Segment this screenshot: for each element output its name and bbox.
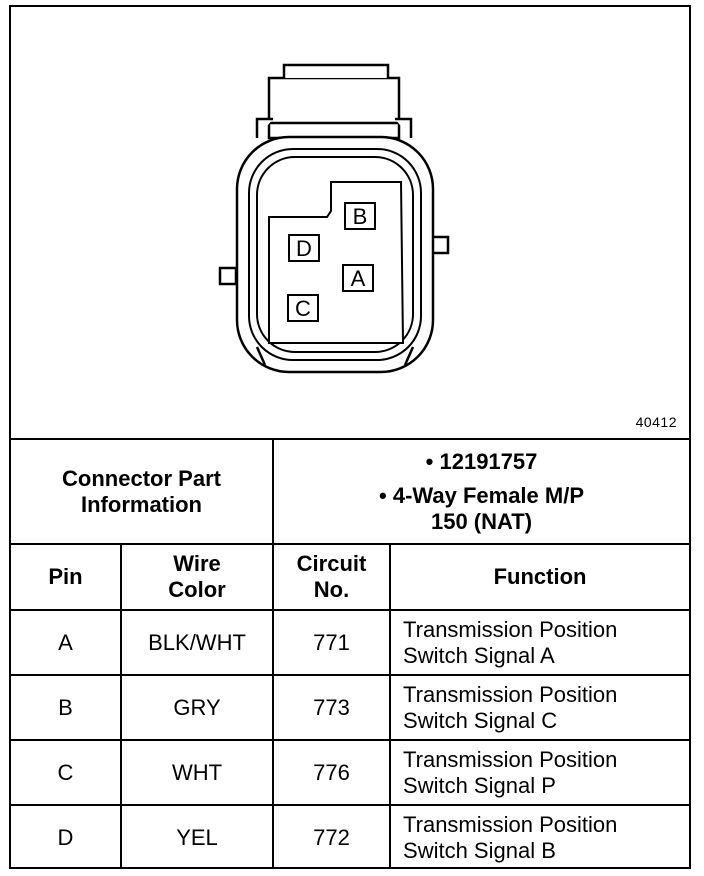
pin-b-box (344, 202, 376, 230)
part-number: • 12191757 (425, 448, 538, 474)
row-color: YEL (119, 804, 275, 869)
row-function: Transmission Position Switch Signal A (389, 609, 690, 676)
row-function-line1: Transmission Position (403, 811, 618, 837)
row-pin: B (11, 674, 122, 741)
row-function-line1: Transmission Position (403, 681, 618, 707)
row-function-line2: Switch Signal A (403, 642, 555, 668)
connector-type: • 4-Way Female M/P (379, 482, 584, 508)
header-wire-color-line2: Color (168, 577, 226, 602)
row-function: Transmission Position Switch Signal C (389, 674, 690, 741)
row-circuit: 772 (272, 804, 392, 869)
header-wire-color-line1: Wire (173, 551, 221, 576)
connector-table: Connector Part Information • 12191757 • … (11, 440, 690, 869)
row-color: BLK/WHT (119, 609, 275, 676)
row-function-line2: Switch Signal P (403, 772, 556, 798)
connector-figure: B D A C 40412 (11, 7, 689, 440)
row-pin: A (11, 609, 122, 676)
pin-d-label: D (296, 236, 312, 261)
connector-info-label-line1: Connector Part (62, 465, 221, 491)
header-circuit-line1: Circuit (296, 551, 367, 576)
row-function-line1: Transmission Position (403, 616, 618, 642)
pin-a-box (342, 264, 374, 292)
connector-sheet: B D A C 40412 Connector Part Information… (9, 5, 691, 869)
row-circuit: 773 (272, 674, 392, 741)
header-circuit: Circuit No. (272, 543, 392, 611)
row-function: Transmission Position Switch Signal B (389, 804, 690, 869)
connector-info-values: • 12191757 • 4-Way Female M/P 150 (NAT) (272, 440, 690, 545)
pin-b-label: B (353, 204, 368, 229)
connector-info-label-line2: Information (81, 491, 202, 517)
pin-a-label: A (351, 266, 366, 291)
side-tab-left (218, 266, 238, 286)
row-function-line2: Switch Signal C (403, 707, 558, 733)
connector-info-label: Connector Part Information (11, 440, 275, 545)
pin-c-label: C (295, 296, 311, 321)
pin-c-box (287, 294, 319, 322)
header-pin: Pin (11, 543, 122, 611)
row-function-line2: Switch Signal B (403, 837, 556, 863)
table-header-row: Pin Wire Color Circuit No. Function (11, 543, 690, 611)
row-color: GRY (119, 674, 275, 741)
table-row: A BLK/WHT 771 Transmission Position Swit… (11, 609, 690, 676)
connector-info-row: Connector Part Information • 12191757 • … (11, 440, 690, 545)
row-pin: D (11, 804, 122, 869)
header-function: Function (389, 543, 690, 611)
table-row: D YEL 772 Transmission Position Switch S… (11, 804, 690, 869)
row-circuit: 771 (272, 609, 392, 676)
connector-series: 150 (NAT) (430, 508, 533, 534)
pin-d-box (288, 234, 320, 262)
side-tab-right (430, 235, 450, 255)
row-color: WHT (119, 739, 275, 806)
figure-number: 40412 (635, 414, 677, 430)
row-function: Transmission Position Switch Signal P (389, 739, 690, 806)
header-wire-color: Wire Color (119, 543, 275, 611)
header-circuit-line2: No. (313, 577, 350, 602)
row-circuit: 776 (272, 739, 392, 806)
table-row: B GRY 773 Transmission Position Switch S… (11, 674, 690, 741)
table-row: C WHT 776 Transmission Position Switch S… (11, 739, 690, 806)
connector-drawing: B D A C (218, 63, 450, 374)
row-pin: C (11, 739, 122, 806)
row-function-line1: Transmission Position (403, 746, 618, 772)
latch-outer (267, 76, 401, 140)
latch-tab (282, 63, 390, 78)
